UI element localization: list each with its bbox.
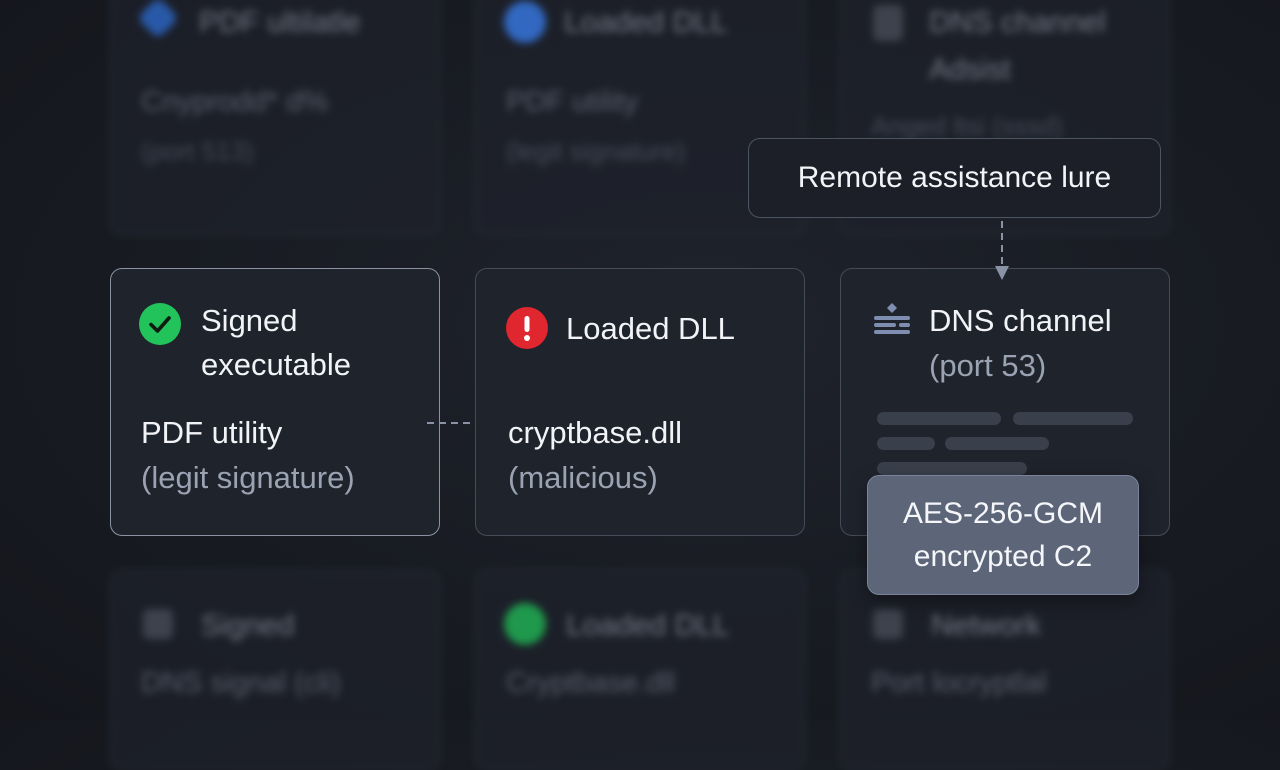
card-title: DNS channel [929, 303, 1112, 338]
diamond-icon [136, 0, 180, 40]
alert-icon [873, 5, 903, 41]
flow-arrow-lure-to-dns [995, 221, 1009, 280]
placeholder-line [877, 412, 1001, 425]
background-card-top-1: PDF ultilatle Cnyprodd* d% (port 513) [110, 0, 440, 235]
alert-icon [873, 609, 903, 639]
loaded-dll-card: Loaded DLL cryptbase.dll (malicious) [475, 268, 805, 536]
card-title-line2: executable [201, 347, 351, 382]
background-card-line: Cryptbase.dll [506, 667, 676, 699]
placeholder-line [945, 437, 1049, 450]
card-note: (port 53) [929, 348, 1047, 383]
remote-assistance-lure-callout: Remote assistance lure [748, 138, 1161, 218]
background-card-line: PDF utility [506, 86, 639, 118]
background-card-title: Loaded DLL [566, 609, 730, 642]
card-note: (legit signature) [141, 460, 355, 495]
background-card-note: (legit signature) [506, 136, 686, 166]
placeholder-line [877, 437, 935, 450]
background-card-bottom-3: Network Port locryptlal [840, 570, 1170, 770]
background-card-title: DNS channel [929, 6, 1106, 39]
background-card-line: DNS signal (cli) [141, 667, 341, 699]
background-card-bottom-1: Signed DNS signal (cli) [110, 570, 440, 770]
placeholder-line [1013, 412, 1133, 425]
background-card-note: (port 513) [141, 136, 254, 166]
background-card-note: Anged ltsi (sssd) [871, 111, 1064, 141]
circle-icon [504, 1, 546, 43]
background-card-title-line2: Adsist [929, 53, 1011, 86]
alert-icon [143, 609, 173, 639]
background-card-title: Signed [201, 609, 295, 642]
card-title: Signed [201, 303, 298, 338]
encryption-badge: AES-256-GCM encrypted C2 [867, 475, 1139, 595]
background-card-line: Port locryptlal [871, 667, 1047, 699]
signed-executable-card: Signed executable PDF utility (legit sig… [110, 268, 440, 536]
card-detail: PDF utility [141, 415, 283, 450]
badge-line1: AES-256-GCM [902, 497, 1104, 530]
card-note: (malicious) [508, 460, 658, 495]
card-title: Loaded DLL [566, 311, 735, 346]
background-card-top-2: Loaded DLL PDF utility (legit signature) [475, 0, 805, 235]
callout-text: Remote assistance lure [797, 161, 1112, 194]
circle-icon [504, 603, 546, 645]
exclamation-circle-icon [506, 307, 548, 349]
placeholder-line [877, 462, 1027, 475]
dns-channel-icon [871, 299, 913, 341]
background-card-line: Cnyprodd* d% [141, 86, 328, 118]
badge-line2: encrypted C2 [913, 540, 1093, 573]
card-detail: cryptbase.dll [508, 415, 683, 450]
check-circle-icon [139, 303, 181, 345]
background-card-title: Network [931, 609, 1042, 642]
background-card-bottom-2: Loaded DLL Cryptbase.dll [475, 570, 805, 770]
background-card-title: PDF ultilatle [199, 6, 361, 39]
background-card-title: Loaded DLL [564, 6, 728, 39]
